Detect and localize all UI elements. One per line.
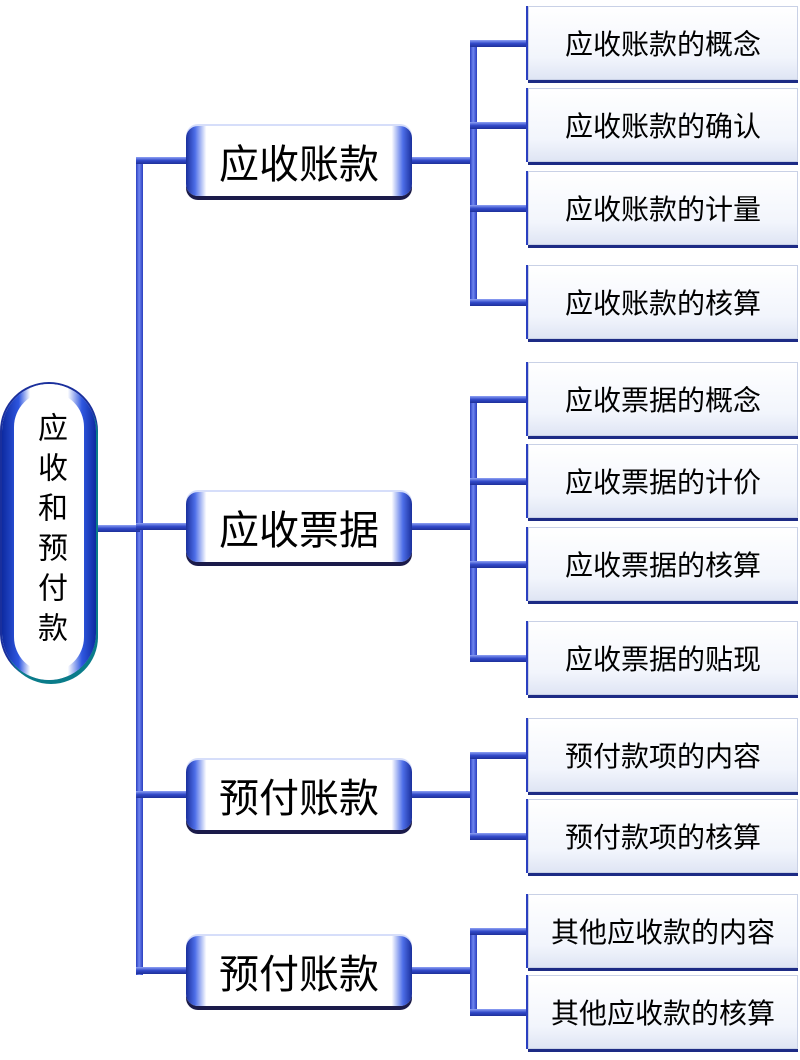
group-connector-3 [408, 791, 476, 798]
leaf-node: 预付款项的内容 [528, 718, 798, 792]
leaf-connector [470, 478, 530, 485]
leaf-connector [470, 928, 530, 935]
leaf-connector [470, 40, 530, 47]
group-connector-2 [408, 523, 476, 530]
root-connector [92, 525, 140, 532]
group-connector-1 [408, 157, 476, 164]
leaf-node: 其他应收款的核算 [528, 975, 798, 1049]
branch-connector-1 [136, 157, 188, 164]
leaf-connector [470, 833, 530, 840]
group-spine-1 [470, 40, 477, 306]
group-spine-3 [470, 752, 477, 840]
root-label: 应收和预付款 [32, 412, 67, 652]
leaf-node: 应收账款的计量 [528, 171, 798, 245]
leaf-node: 应收票据的概念 [528, 362, 798, 436]
leaf-connector [470, 752, 530, 759]
branch-node-notes-receivable: 应收票据 [186, 492, 412, 562]
leaf-connector [470, 122, 530, 129]
branch-node-other-receivables: 预付账款 [186, 936, 412, 1006]
leaf-node: 应收账款的概念 [528, 6, 798, 80]
root-node: 应收和预付款 [2, 384, 96, 680]
branch-node-prepayments: 预付账款 [186, 760, 412, 830]
group-spine-2 [470, 396, 477, 662]
branch-connector-4 [136, 967, 188, 974]
leaf-connector [470, 205, 530, 212]
leaf-node: 预付款项的核算 [528, 799, 798, 873]
group-connector-4 [408, 967, 476, 974]
leaf-node: 应收票据的核算 [528, 527, 798, 601]
leaf-connector [470, 299, 530, 306]
leaf-connector [470, 1009, 530, 1016]
leaf-node: 应收票据的计价 [528, 444, 798, 518]
group-spine-4 [470, 928, 477, 1016]
branch-node-receivables: 应收账款 [186, 126, 412, 196]
leaf-connector [470, 561, 530, 568]
root-node-inner: 应收和预付款 [14, 392, 84, 672]
leaf-connector [470, 396, 530, 403]
leaf-node: 应收账款的核算 [528, 265, 798, 339]
trunk-line [136, 157, 143, 975]
branch-connector-2 [136, 523, 188, 530]
leaf-node: 其他应收款的内容 [528, 894, 798, 968]
leaf-node: 应收账款的确认 [528, 88, 798, 162]
leaf-connector [470, 655, 530, 662]
leaf-node: 应收票据的贴现 [528, 621, 798, 695]
branch-connector-3 [136, 791, 188, 798]
